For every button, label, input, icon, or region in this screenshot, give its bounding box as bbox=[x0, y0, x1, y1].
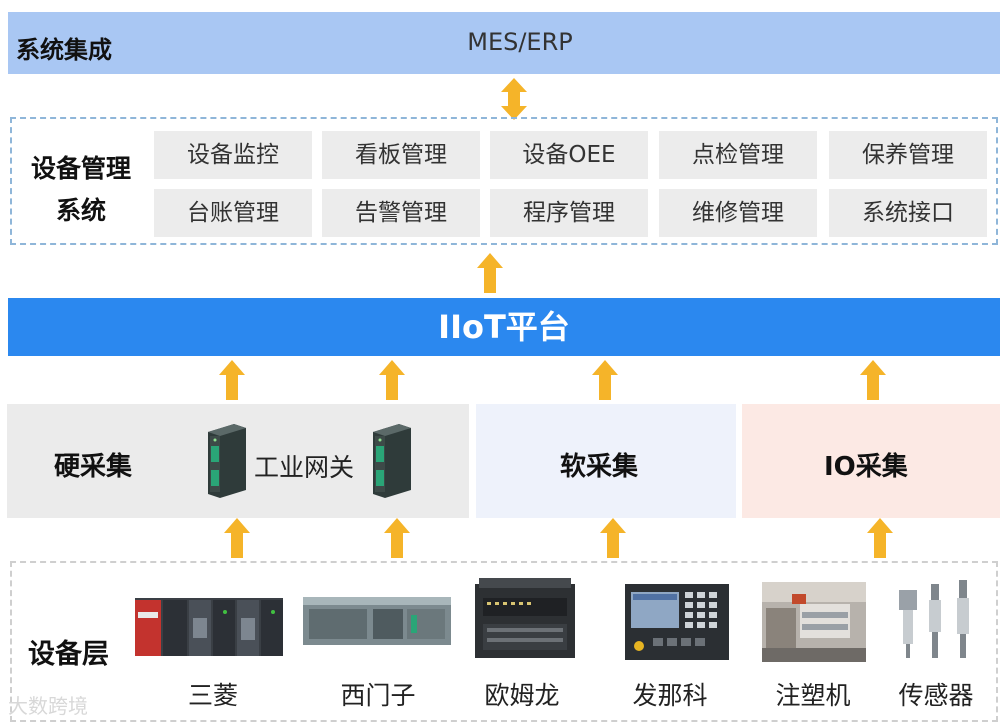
gateway-device-icon bbox=[365, 424, 415, 500]
siemens-plc-image bbox=[303, 597, 451, 645]
device-fanuc-label: 发那科 bbox=[600, 676, 740, 712]
injection-molding-machine-image bbox=[762, 582, 866, 662]
up-arrow-io bbox=[860, 360, 886, 400]
omron-plc-image bbox=[473, 576, 577, 662]
module-interface: 系统接口 bbox=[829, 189, 987, 237]
gateway-device-icon bbox=[200, 424, 250, 500]
up-arrow-platform-to-mgmt bbox=[477, 253, 503, 293]
system-integration-title: 系统集成 bbox=[16, 30, 112, 65]
gateway-label: 工业网关 bbox=[254, 448, 354, 484]
module-alarm: 告警管理 bbox=[322, 189, 480, 237]
module-oee: 设备OEE bbox=[490, 131, 648, 179]
up-arrow-dev2 bbox=[384, 518, 410, 558]
up-arrow-dev4 bbox=[867, 518, 893, 558]
module-repair: 维修管理 bbox=[659, 189, 817, 237]
module-ledger: 台账管理 bbox=[154, 189, 312, 237]
mitsubishi-plc-image bbox=[135, 592, 283, 658]
module-inspection: 点检管理 bbox=[659, 131, 817, 179]
module-kanban: 看板管理 bbox=[322, 131, 480, 179]
up-arrow-dev1 bbox=[224, 518, 250, 558]
device-layer-title: 设备层 bbox=[28, 632, 109, 671]
device-injection-machine-label: 注塑机 bbox=[743, 676, 883, 712]
module-program: 程序管理 bbox=[490, 189, 648, 237]
module-monitoring: 设备监控 bbox=[154, 131, 312, 179]
fanuc-cnc-panel-image bbox=[625, 584, 729, 660]
management-title-line2: 系统 bbox=[18, 190, 144, 232]
sensors-image bbox=[893, 580, 983, 662]
management-title-line1: 设备管理 bbox=[18, 148, 144, 190]
up-arrow-soft bbox=[592, 360, 618, 400]
management-system-title: 设备管理 系统 bbox=[18, 148, 144, 232]
up-arrow-hard2 bbox=[379, 360, 405, 400]
watermark: 大数跨境 bbox=[8, 690, 88, 719]
device-siemens-label: 西门子 bbox=[308, 676, 448, 712]
hard-collection-label: 硬采集 bbox=[54, 446, 132, 483]
device-omron-label: 欧姆龙 bbox=[452, 676, 592, 712]
up-arrow-dev3 bbox=[600, 518, 626, 558]
io-collection-label: IO采集 bbox=[824, 446, 908, 483]
module-maintenance: 保养管理 bbox=[829, 131, 987, 179]
iiot-platform-bar: IIoT平台 bbox=[8, 298, 1000, 356]
bidirectional-arrow bbox=[501, 78, 527, 120]
device-mitsubishi-label: 三菱 bbox=[143, 676, 283, 712]
up-arrow-hard1 bbox=[219, 360, 245, 400]
device-sensor-label: 传感器 bbox=[866, 676, 1006, 712]
soft-collection-label: 软采集 bbox=[560, 446, 638, 483]
mes-erp-label: MES/ERP bbox=[420, 28, 620, 56]
